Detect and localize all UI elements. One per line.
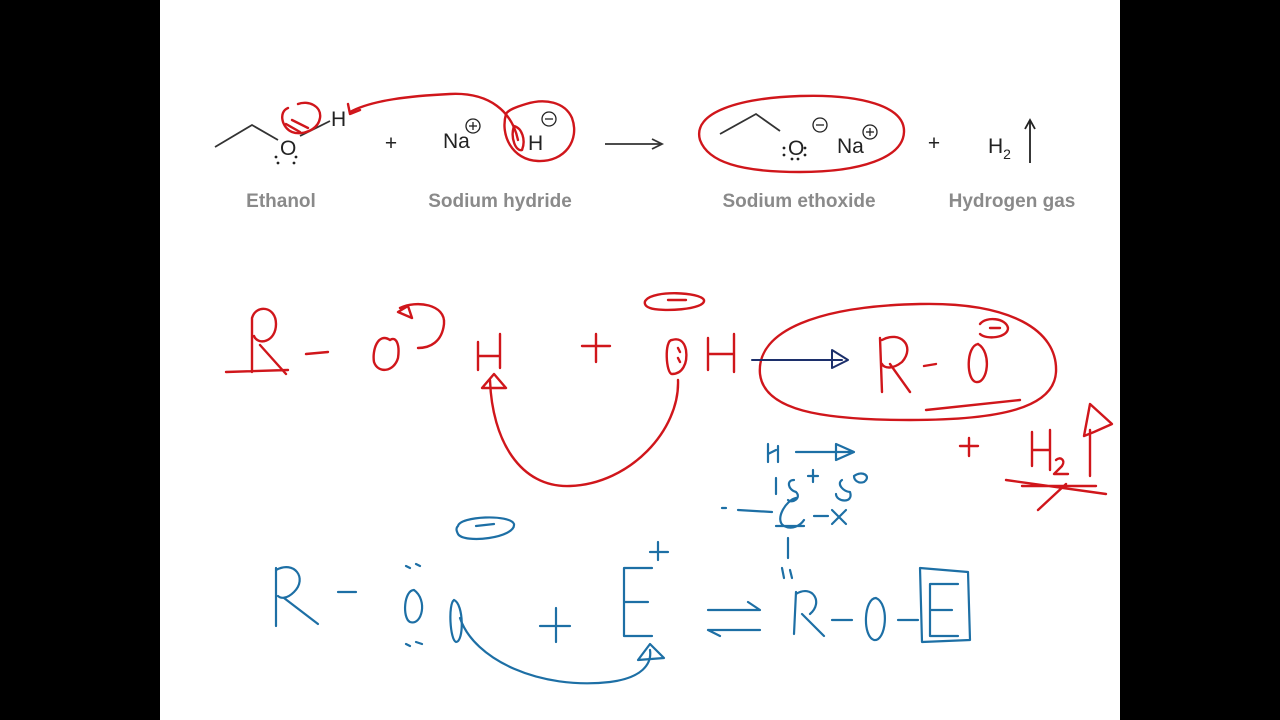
navy-reaction-arrow-icon (751, 349, 849, 369)
ethanol-hydrogen: H (331, 108, 346, 131)
handwritten-electrophile-e (622, 566, 654, 638)
handwritten-delta-plus (774, 476, 799, 503)
gas-up-arrow-icon (1082, 402, 1114, 478)
handwritten-hydrogen (476, 332, 502, 372)
handwritten-r-product (878, 335, 912, 394)
handwritten-oxygen-product (967, 342, 988, 384)
sodium-symbol-product: Na (837, 135, 864, 158)
boxed-electrophile-e (918, 566, 972, 644)
hydrogen-gas-formula: H2 (988, 135, 1011, 162)
handwritten-delta-minus (834, 472, 869, 502)
sodium-hydride-label: Sodium hydride (428, 191, 572, 212)
hydride-lone-pair (676, 346, 682, 364)
handwritten-bond-dash (304, 350, 330, 356)
ethoxide-oxygen: O (788, 137, 804, 160)
gas-evolution-arrow-icon (1024, 118, 1036, 163)
oh-bond-arrow (396, 302, 446, 350)
sodium-ethoxide-label: Sodium ethoxide (722, 191, 875, 212)
plus-sign-2: + (928, 132, 940, 155)
handwritten-r-ether (792, 590, 826, 638)
ethanol-carbon-chain (214, 123, 279, 148)
sodium-hydride-structure: Na H Sodium hydride (428, 111, 572, 212)
circled-negative-charge-product (978, 317, 1010, 339)
handwritten-r-alkoxide (274, 566, 320, 628)
handwritten-h2 (1030, 428, 1070, 476)
circled-hydride (503, 100, 576, 163)
equilibrium-arrows-icon (706, 600, 762, 638)
handwritten-r-group (224, 307, 290, 376)
hydrogen-gas-structure: H2 Hydrogen gas (949, 118, 1076, 212)
hydrogen-scribble (1004, 478, 1108, 512)
reaction-arrow-icon (605, 138, 665, 150)
handwritten-r-label (766, 442, 780, 464)
ethanol-label: Ethanol (246, 191, 316, 212)
handwritten-plus (580, 332, 612, 364)
electrophile-positive-charge (648, 540, 670, 562)
hydride-symbol: H (528, 132, 543, 155)
handwritten-carbon (774, 496, 806, 529)
bond-scribble (284, 118, 310, 134)
hydride-lone-pair-scribble (511, 124, 525, 152)
sodium-symbol-reactant: Na (443, 130, 470, 153)
positive-charge-icon (862, 124, 878, 140)
curved-arrow-hydride-to-h (348, 92, 520, 142)
whiteboard: O H Ethanol + Na H Sodium hydride (160, 0, 1120, 720)
ethoxide-carbon-chain (719, 112, 781, 135)
lone-pair-dots (782, 146, 807, 161)
curved-arrow-head-icon (480, 372, 508, 390)
hydrogen-gas-label: Hydrogen gas (949, 191, 1076, 212)
plus-sign-1: + (385, 132, 397, 155)
blue-mechanism-row (274, 442, 972, 685)
delta-plus-sign (806, 468, 820, 484)
curved-arrow-head-icon (636, 642, 666, 662)
handwritten-plus-2 (958, 436, 980, 458)
carbon-r-bond (720, 506, 774, 514)
sodium-ethoxide-structure: O Na Sodium ethoxide (719, 112, 878, 212)
handwritten-bond-dash-product (922, 362, 938, 368)
printed-reaction-scheme: O H Ethanol + Na H Sodium hydride (214, 108, 1076, 212)
handwritten-oxygen (372, 336, 400, 371)
circled-negative-charge-blue (455, 516, 516, 541)
positive-charge-icon (465, 118, 481, 134)
circled-sodium-ethoxide (697, 94, 906, 174)
carbon-r-below (780, 536, 794, 580)
circled-lone-pair (449, 598, 463, 644)
negative-charge-icon (541, 111, 557, 127)
lone-pair-marks (404, 562, 424, 648)
underline-stroke (924, 398, 1022, 412)
circled-hydride-electrons (665, 338, 688, 376)
circled-oh-bond (281, 101, 322, 135)
mapsto-arrow-icon (794, 442, 856, 462)
drawing-canvas: O H Ethanol + Na H Sodium hydride (214, 92, 1114, 685)
handwritten-oxygen-ether (864, 596, 886, 642)
red-mechanism-row (224, 292, 1114, 512)
handwritten-oxygen-blue (404, 588, 424, 624)
red-annotations-top (281, 92, 906, 174)
curved-arrow-to-electrophile (458, 616, 652, 685)
circled-negative-charge (643, 292, 706, 312)
carbon-x-bond (812, 508, 848, 526)
handwritten-hydride-h (706, 332, 736, 374)
curved-arrow-to-h (488, 378, 680, 488)
curved-arrow-head-icon (346, 102, 362, 116)
negative-charge-icon (812, 117, 828, 133)
handwritten-plus-blue (538, 606, 572, 644)
ethanol-oxygen: O (280, 137, 296, 160)
lone-pair-dots (274, 155, 298, 165)
circled-alkoxide-product (758, 302, 1058, 422)
ethanol-structure: O H Ethanol (214, 108, 346, 212)
